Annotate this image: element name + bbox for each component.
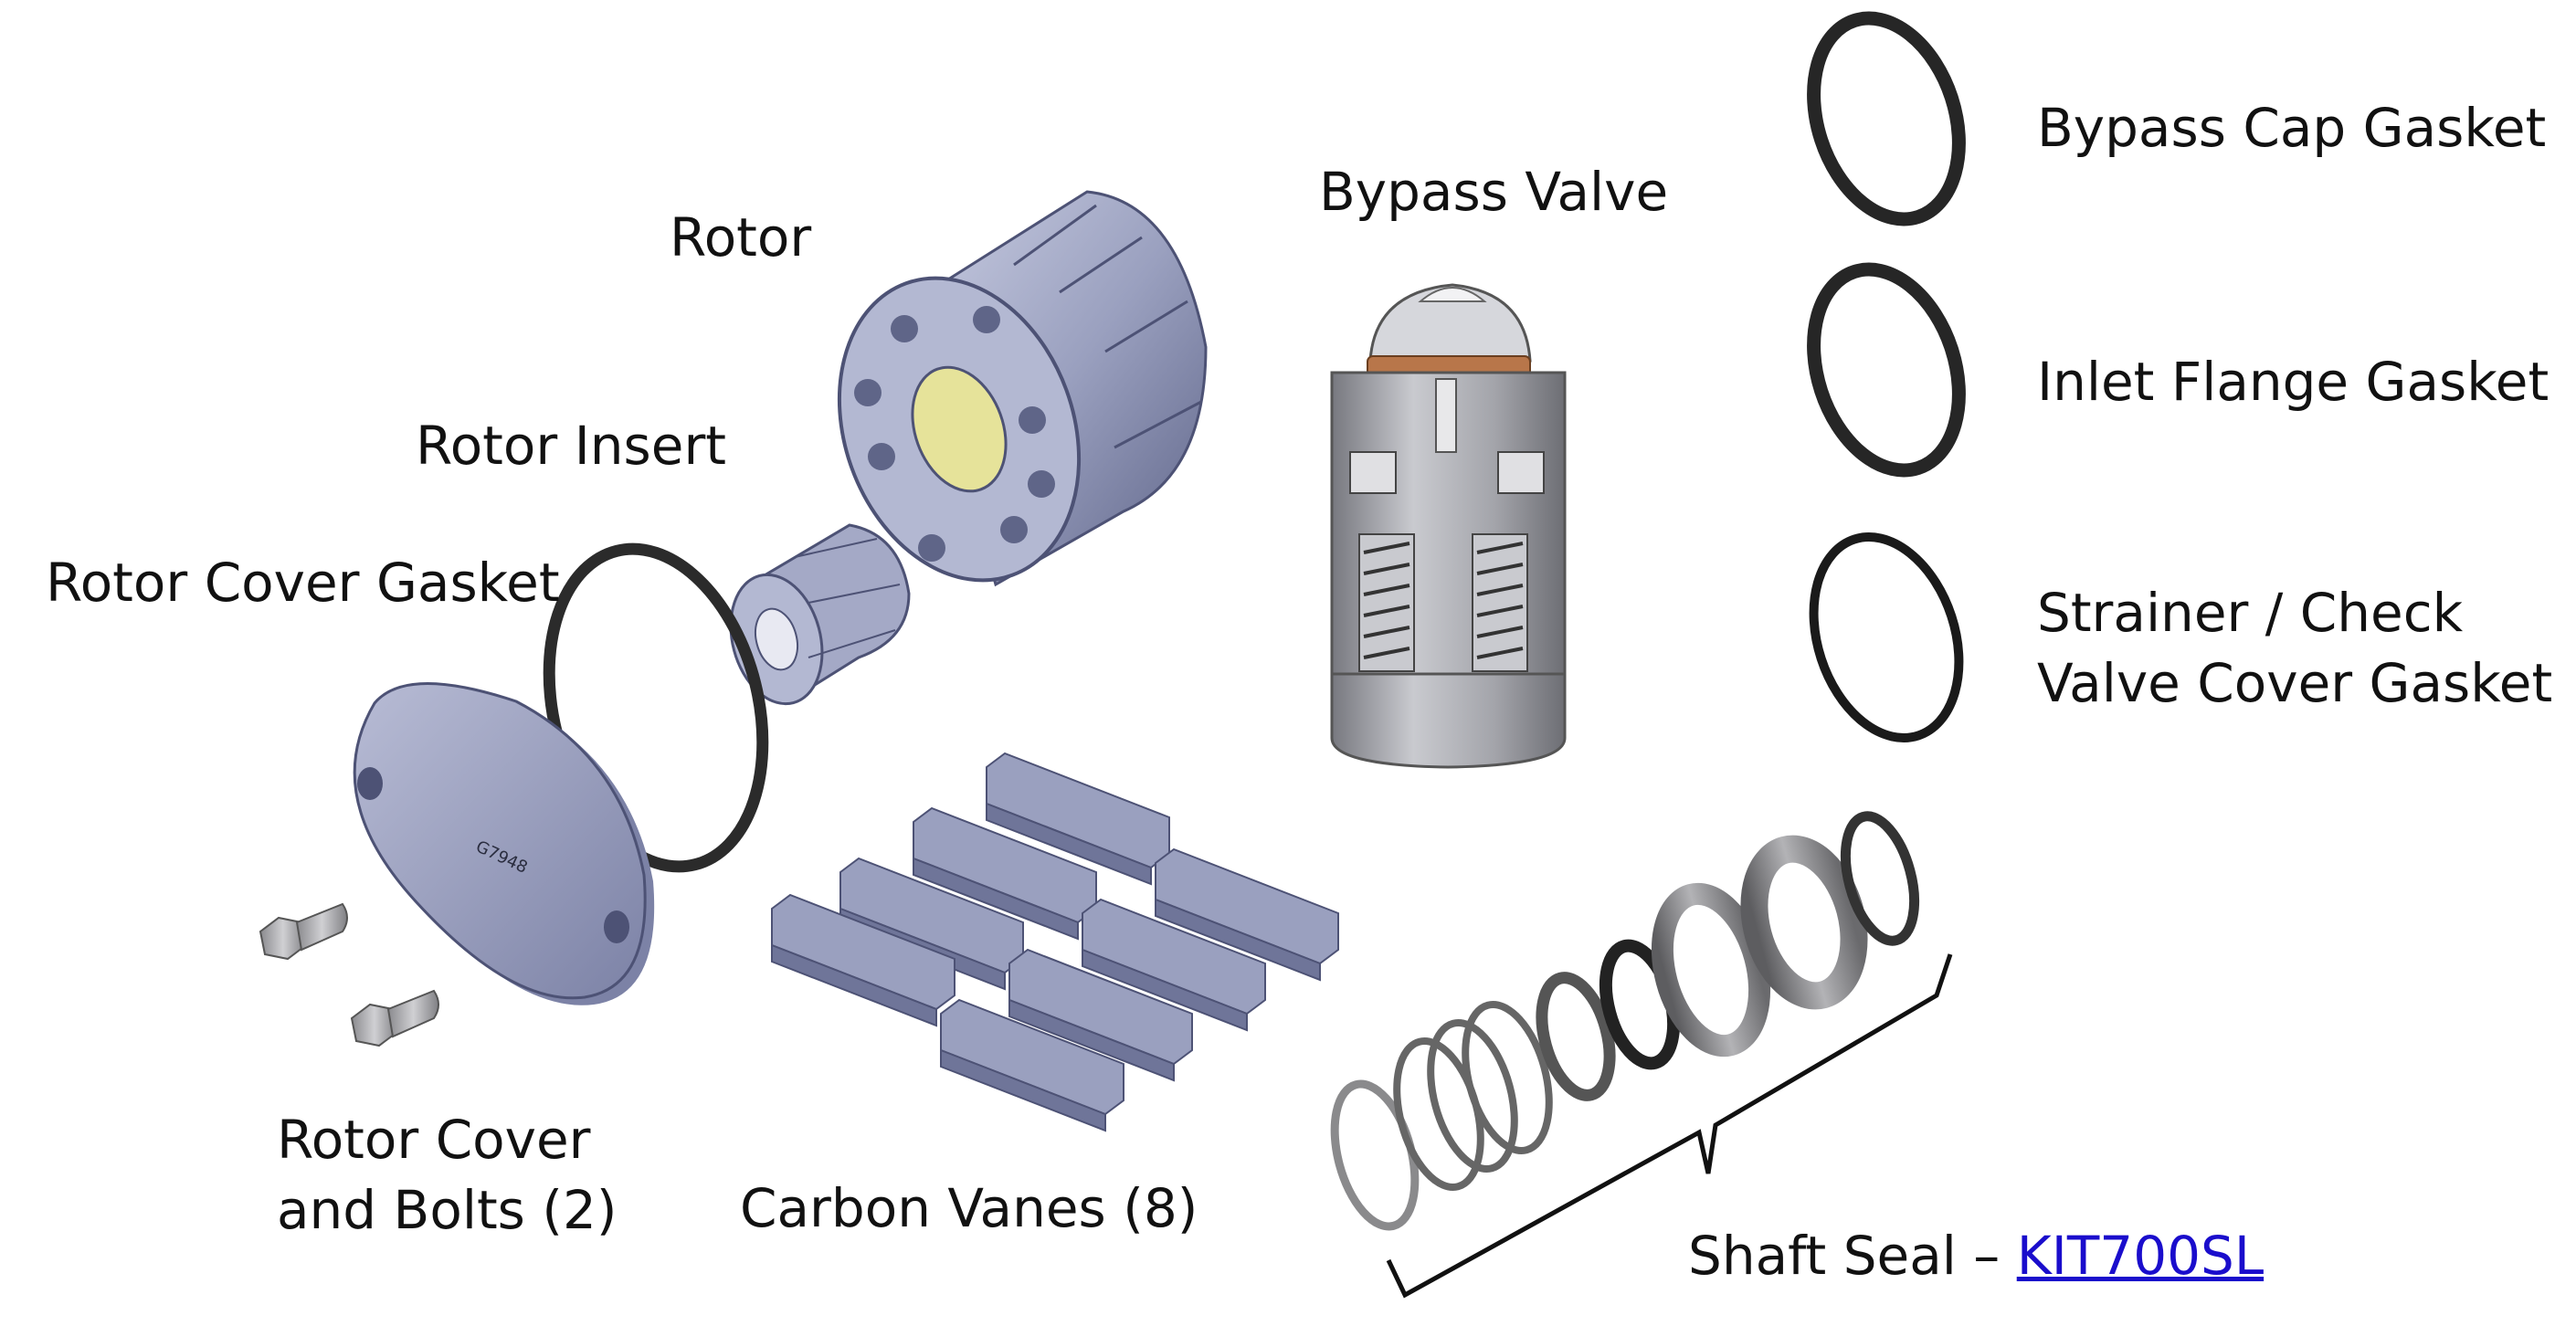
label-rotor-cover-gasket: Rotor Cover Gasket	[46, 552, 560, 614]
label-rotor-insert: Rotor Insert	[416, 415, 727, 477]
label-bypass-cap-gasket: Bypass Cap Gasket	[2037, 97, 2547, 159]
label-shaft-seal-text: Shaft Seal –	[1688, 1225, 2017, 1287]
label-strainer-line2: Valve Cover Gasket	[2037, 651, 2553, 714]
bolt-2-part	[350, 989, 439, 1047]
label-strainer-check-valve-cover-gasket: Strainer / Check Valve Cover Gasket	[2037, 578, 2552, 718]
vane-5	[1082, 898, 1266, 1032]
label-carbon-vanes: Carbon Vanes (8)	[740, 1177, 1198, 1239]
label-strainer-line1: Strainer / Check	[2037, 582, 2464, 644]
inlet-flange-gasket-part	[1807, 262, 1966, 478]
bypass-cap-gasket-part	[1807, 11, 1966, 226]
vane-7	[1008, 948, 1193, 1082]
shaft-seal-parts	[1330, 811, 1920, 1231]
rotor-insert-part	[729, 523, 911, 706]
vane-6	[771, 893, 955, 1027]
kit700sl-link[interactable]: KIT700SL	[2016, 1225, 2265, 1287]
bypass-valve-part	[1330, 283, 1567, 769]
label-rotor-cover: Rotor Cover and Bolts (2)	[277, 1105, 618, 1245]
strainer-check-valve-cover-gasket-part	[1809, 532, 1964, 742]
label-rotor-cover-line1: Rotor Cover	[277, 1109, 591, 1171]
label-rotor: Rotor	[670, 206, 812, 268]
label-shaft-seal: Shaft Seal – KIT700SL	[1688, 1221, 2264, 1291]
vane-8	[940, 998, 1124, 1132]
shaft-seal-bracket	[1386, 953, 1953, 1299]
label-rotor-cover-line2: and Bolts (2)	[277, 1178, 618, 1241]
label-bypass-valve: Bypass Valve	[1319, 161, 1669, 223]
vane-3	[1155, 847, 1339, 982]
label-inlet-flange-gasket: Inlet Flange Gasket	[2037, 351, 2550, 413]
carbon-vanes-part	[771, 752, 1339, 1132]
bolt-1-part	[259, 902, 348, 961]
rotor-part	[837, 190, 1208, 587]
rotor-cover-part: G7948	[353, 682, 655, 1005]
vane-2	[913, 806, 1097, 941]
